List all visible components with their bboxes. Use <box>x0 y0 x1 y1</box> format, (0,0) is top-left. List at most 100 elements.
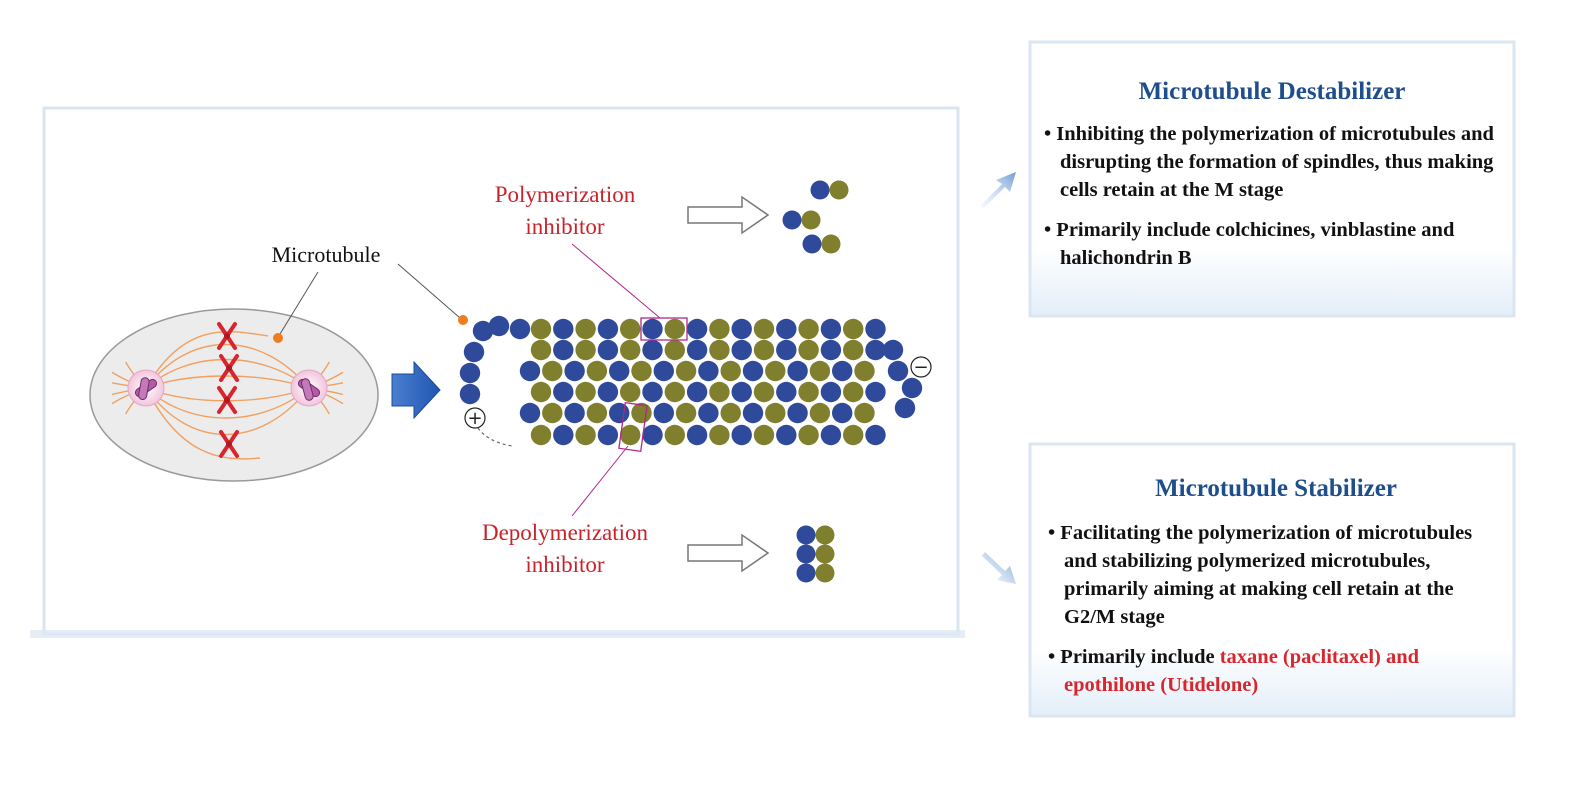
pointer-arrow-stabilizer <box>982 552 1016 584</box>
destabilizer-title: Microtubule Destabilizer <box>1138 78 1406 105</box>
polymerization-inhibitor-line1: Polymerization <box>495 182 636 207</box>
tubulin-subunit <box>597 381 619 403</box>
tubulin-subunit <box>553 318 574 340</box>
microtubule-marker-cell <box>273 333 283 343</box>
tubulin-subunit <box>731 339 752 361</box>
tubulin-subunit <box>575 424 596 446</box>
tubulin-subunit <box>620 318 641 340</box>
tubulin-subunit <box>609 402 630 424</box>
tubulin-subunit <box>564 402 585 424</box>
tubulin-subunit <box>653 360 674 382</box>
tubulin-subunit <box>620 424 641 446</box>
tubulin-subunit <box>642 318 663 340</box>
chromosome <box>219 430 239 458</box>
tubulin-subunit <box>698 360 719 382</box>
stabilized-dimers <box>796 525 835 583</box>
tubulin-subunit <box>865 424 886 446</box>
tubulin-subunit <box>882 339 904 361</box>
chromosome <box>219 354 239 382</box>
tubulin-subunit <box>798 318 819 340</box>
spindle-fiber <box>145 387 310 436</box>
stabilizer-bullet-2: • Primarily include taxane (paclitaxel) … <box>1048 643 1504 699</box>
microtubule-marker-tube <box>458 315 468 325</box>
tubulin-subunit <box>631 402 652 424</box>
tubulin-subunit <box>597 424 619 446</box>
chromosome <box>217 386 237 414</box>
polymerization-leader <box>571 243 661 319</box>
minus-end-label: − <box>913 357 928 378</box>
stabilizer-panel-bg <box>1028 442 1516 718</box>
tubulin-subunit <box>675 360 697 382</box>
depolymerization-leader <box>571 445 629 517</box>
tubulin-subunit <box>809 402 831 424</box>
spindle-fiber <box>145 343 310 389</box>
stabilizer-bullet-1: • Facilitating the polymerization of mic… <box>1048 522 1473 628</box>
tubulin-subunit <box>519 402 541 424</box>
tubulin-subunit <box>787 360 808 382</box>
tubulin-subunit <box>776 318 797 340</box>
microtubule-leader-cell <box>279 271 319 335</box>
tubulin-subunit <box>530 381 552 403</box>
tubulin-subunit <box>865 318 886 340</box>
tubulin-subunit <box>854 402 875 424</box>
tubulin-subunit <box>631 360 652 382</box>
tubulin-subunit <box>753 381 775 403</box>
polymerization-site-box <box>640 317 688 341</box>
tubulin-subunit <box>542 402 563 424</box>
tubulin-subunit <box>664 381 685 403</box>
tubulin-subunit <box>731 381 752 403</box>
plus-end-marker: + <box>464 407 486 429</box>
tubulin-subunit <box>820 339 842 361</box>
destabilizer-panel: Microtubule Destabilizer • Inhibiting th… <box>1044 78 1500 272</box>
spindle-fiber <box>145 387 261 460</box>
tubulin-subunit <box>709 339 730 361</box>
tubulin-subunit <box>553 339 574 361</box>
microtubule-leader-tube <box>397 263 461 319</box>
tubulin-subunit <box>530 318 552 340</box>
zoom-arrow <box>391 360 441 420</box>
tubulin-subunit <box>753 339 775 361</box>
tubulin-subunit <box>609 360 630 382</box>
tubulin-subunit <box>463 341 485 363</box>
tubulin-subunit <box>798 339 819 361</box>
tubulin-subunit <box>776 424 797 446</box>
tubulin-subunit <box>820 424 842 446</box>
tubulin-subunit <box>620 381 641 403</box>
spindle-fiber <box>145 331 269 389</box>
tubulin-subunit <box>686 381 708 403</box>
destabilizer-bullet-1: • Inhibiting the polymerization of micro… <box>1044 123 1494 201</box>
tubulin-subunit <box>553 381 574 403</box>
tubulin-subunit <box>586 402 608 424</box>
tubulin-subunit <box>765 360 786 382</box>
tubulin-subunit <box>709 424 730 446</box>
plus-end-dash <box>477 427 513 447</box>
tubulin-subunit <box>575 381 596 403</box>
tubulin-subunit <box>664 424 685 446</box>
polymerization-inhibitor-line2: inhibitor <box>525 214 605 239</box>
tubulin-subunit <box>798 381 819 403</box>
stabilizer-drug-highlight: taxane (paclitaxel) and epothilone (Utid… <box>1064 646 1420 696</box>
minus-end-marker: − <box>910 356 932 378</box>
depolymerization-site-box <box>618 401 648 453</box>
tubulin-subunit <box>664 339 685 361</box>
stabilizer-bullet-2-prefix: • Primarily include <box>1048 646 1220 668</box>
tubulin-subunit <box>776 339 797 361</box>
tubulin-subunit <box>530 424 552 446</box>
tubulin-subunit <box>620 339 641 361</box>
tubulin-subunit <box>820 318 842 340</box>
destabilizer-bullet-2: • Primarily include colchicines, vinblas… <box>1044 219 1455 269</box>
tubulin-subunit <box>731 318 752 340</box>
chromosomes <box>217 322 239 458</box>
tubulin-subunit <box>488 315 510 337</box>
tubulin-subunit <box>472 320 494 342</box>
tubulin-subunit <box>742 402 764 424</box>
dividing-cell <box>89 308 379 482</box>
depolymerization-inhibitor-line1: Depolymerization <box>482 520 649 545</box>
tubulin-subunit <box>553 424 574 446</box>
tubulin-subunit <box>686 318 708 340</box>
tubulin-subunit <box>787 402 808 424</box>
tubulin-subunit <box>720 360 741 382</box>
tubulin-subunit <box>742 360 764 382</box>
microtubule-label: Microtubule <box>272 242 381 267</box>
